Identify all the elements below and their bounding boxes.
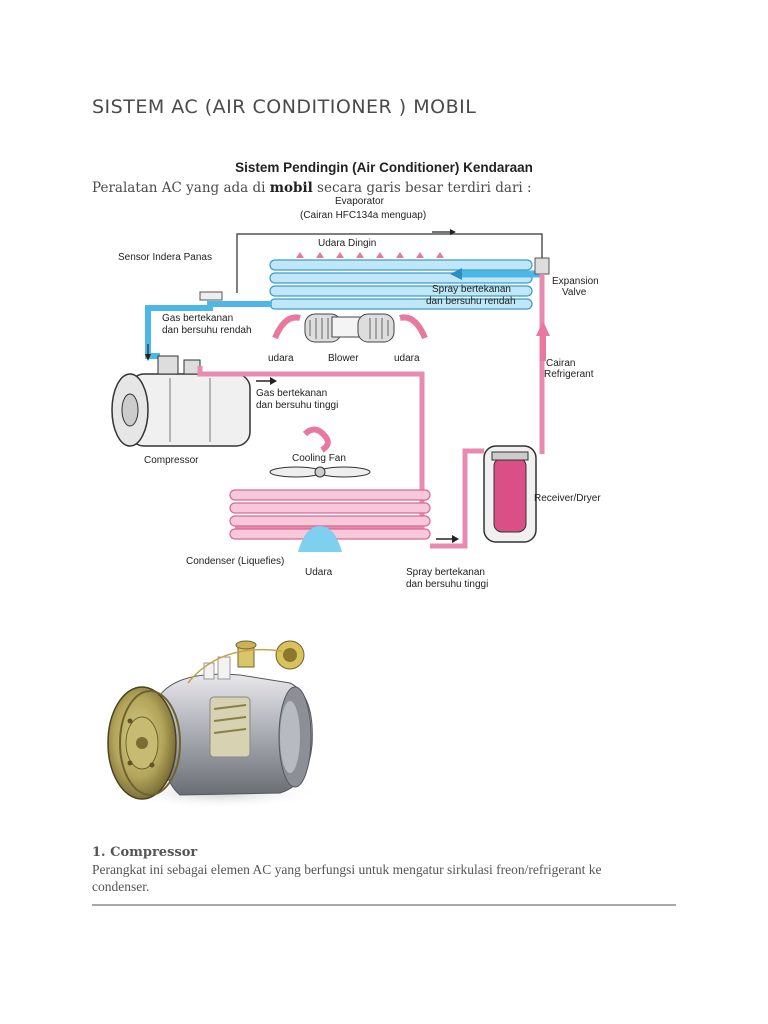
blower-unit: [304, 313, 395, 343]
section-body-compressor: Perangkat ini sebagai elemen AC yang ber…: [92, 862, 602, 894]
label-spray-high-2: dan bersuhu tinggi: [406, 579, 488, 590]
label-gas-high-2: dan bersuhu tinggi: [256, 400, 338, 411]
label-compressor: Compressor: [144, 455, 199, 466]
label-gas-low-2: dan bersuhu rendah: [162, 325, 252, 336]
arrow-head-icon: [450, 268, 462, 280]
compressor-illustration: [111, 355, 251, 447]
label-cooling-fan: Cooling Fan: [292, 453, 346, 464]
label-expansion-1: Expansion: [552, 276, 599, 287]
horizontal-divider: [92, 904, 676, 906]
receiver-dryer: [483, 445, 537, 543]
compressor-photo: [107, 640, 320, 809]
expansion-valve: [534, 257, 550, 275]
label-spray-high-1: Spray bertekanan: [406, 567, 485, 578]
figure-caption: Sistem Pendingin (Air Conditioner) Kenda…: [235, 160, 533, 175]
sensor-box: [199, 291, 223, 301]
label-gas-high-1: Gas bertekanan: [256, 388, 327, 399]
cooling-fan: [269, 426, 371, 478]
label-receiver: Receiver/Dryer: [534, 493, 601, 504]
intro-link-mobil[interactable]: mobil: [269, 180, 313, 196]
label-udara-left: udara: [268, 353, 294, 364]
intro-after: secara garis besar terdiri dari :: [312, 180, 532, 196]
label-udara-bottom: Udara: [305, 567, 333, 578]
label-spray-low-1: Spray bertekanan: [432, 284, 511, 295]
up-arrow-icon: [536, 321, 550, 336]
label-cairan-1: Cairan: [546, 358, 575, 369]
air-arrow-left: [272, 314, 301, 340]
label-udara-dingin: Udara Dingin: [318, 238, 376, 249]
section-title-compressor: 1. Compressor: [92, 845, 198, 860]
label-expansion-2: Valve: [562, 287, 587, 298]
label-condenser: Condenser (Liquefies): [186, 556, 284, 567]
cold-air-arrows: [296, 252, 444, 258]
label-evaporator-note: (Cairan HFC134a menguap): [300, 210, 426, 221]
arrow-head-icon: [270, 377, 277, 385]
arrow-head-icon: [145, 354, 151, 361]
condenser-outlet-pipe: [430, 448, 484, 549]
label-cairan-2: Refrigerant: [544, 369, 594, 380]
label-evaporator: Evaporator: [335, 196, 385, 207]
intro-before: Peralatan AC yang ada di: [92, 180, 270, 196]
page-title: SISTEM AC (AIR CONDITIONER ) MOBIL: [92, 96, 477, 118]
label-spray-low-2: dan bersuhu rendah: [426, 296, 516, 307]
air-arrow-right: [399, 314, 428, 340]
sensor-line: [236, 233, 543, 293]
condenser-coil: [229, 489, 431, 540]
label-udara-right: udara: [394, 353, 420, 364]
arrow-head-icon: [452, 535, 459, 543]
ac-system-diagram: Evaporator (Cairan HFC134a menguap) Udar…: [111, 196, 601, 590]
arrow-head-icon: [450, 229, 456, 235]
label-gas-low-1: Gas bertekanan: [162, 313, 233, 324]
label-blower: Blower: [328, 353, 359, 364]
label-sensor: Sensor Indera Panas: [118, 252, 212, 263]
intro-text: Peralatan AC yang ada di mobil secara ga…: [92, 180, 532, 196]
air-intake: [298, 526, 342, 552]
